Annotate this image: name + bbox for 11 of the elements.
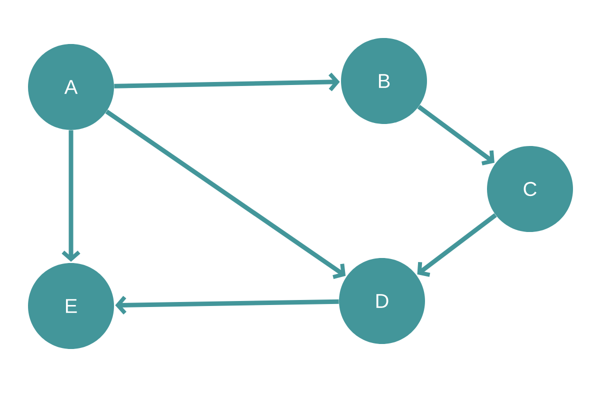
circle-node: D	[339, 258, 425, 344]
circle-node: C	[487, 146, 573, 232]
circle-node: E	[28, 263, 114, 349]
arrow	[417, 104, 494, 166]
arrow	[115, 296, 339, 314]
arrow	[105, 110, 346, 279]
circle-node: B	[341, 38, 427, 124]
circle-node: A	[28, 44, 114, 130]
arrow	[114, 72, 340, 92]
arrow	[62, 130, 80, 262]
arrow	[417, 213, 497, 277]
